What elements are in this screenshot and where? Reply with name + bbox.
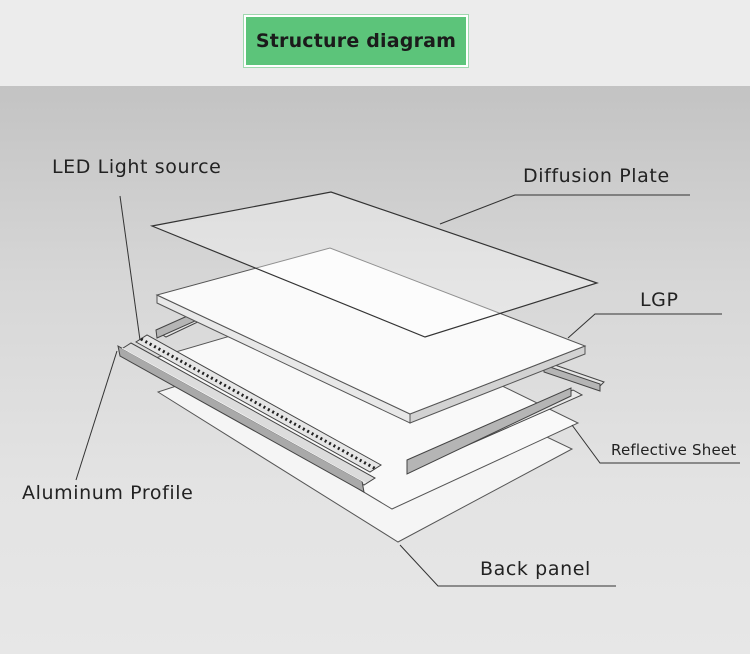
leader-line-aluminum (75, 350, 118, 481)
label-lgp: LGP (640, 289, 679, 311)
leader-line-lgp (567, 313, 722, 339)
page-title: Structure diagram (255, 30, 457, 52)
diffusion-plate-layer (149, 191, 599, 338)
right-aluminum-profile (406, 387, 584, 475)
title-banner: Structure diagram (243, 14, 469, 68)
label-aluminum-profile: Aluminum Profile (22, 482, 194, 504)
label-reflective-sheet: Reflective Sheet (611, 441, 737, 459)
front-aluminum-profile (117, 342, 376, 493)
leader-line-led (119, 195, 141, 341)
lgp-layer (155, 247, 587, 424)
label-led-light-source: LED Light source (52, 156, 222, 178)
front-led-strip (135, 334, 382, 473)
label-diffusion-plate: Diffusion Plate (523, 165, 670, 187)
leader-line-reflective (571, 424, 740, 464)
label-back-panel: Back panel (480, 558, 591, 580)
leader-line-back-panel (399, 544, 616, 587)
leader-line-diffusion (439, 194, 690, 225)
